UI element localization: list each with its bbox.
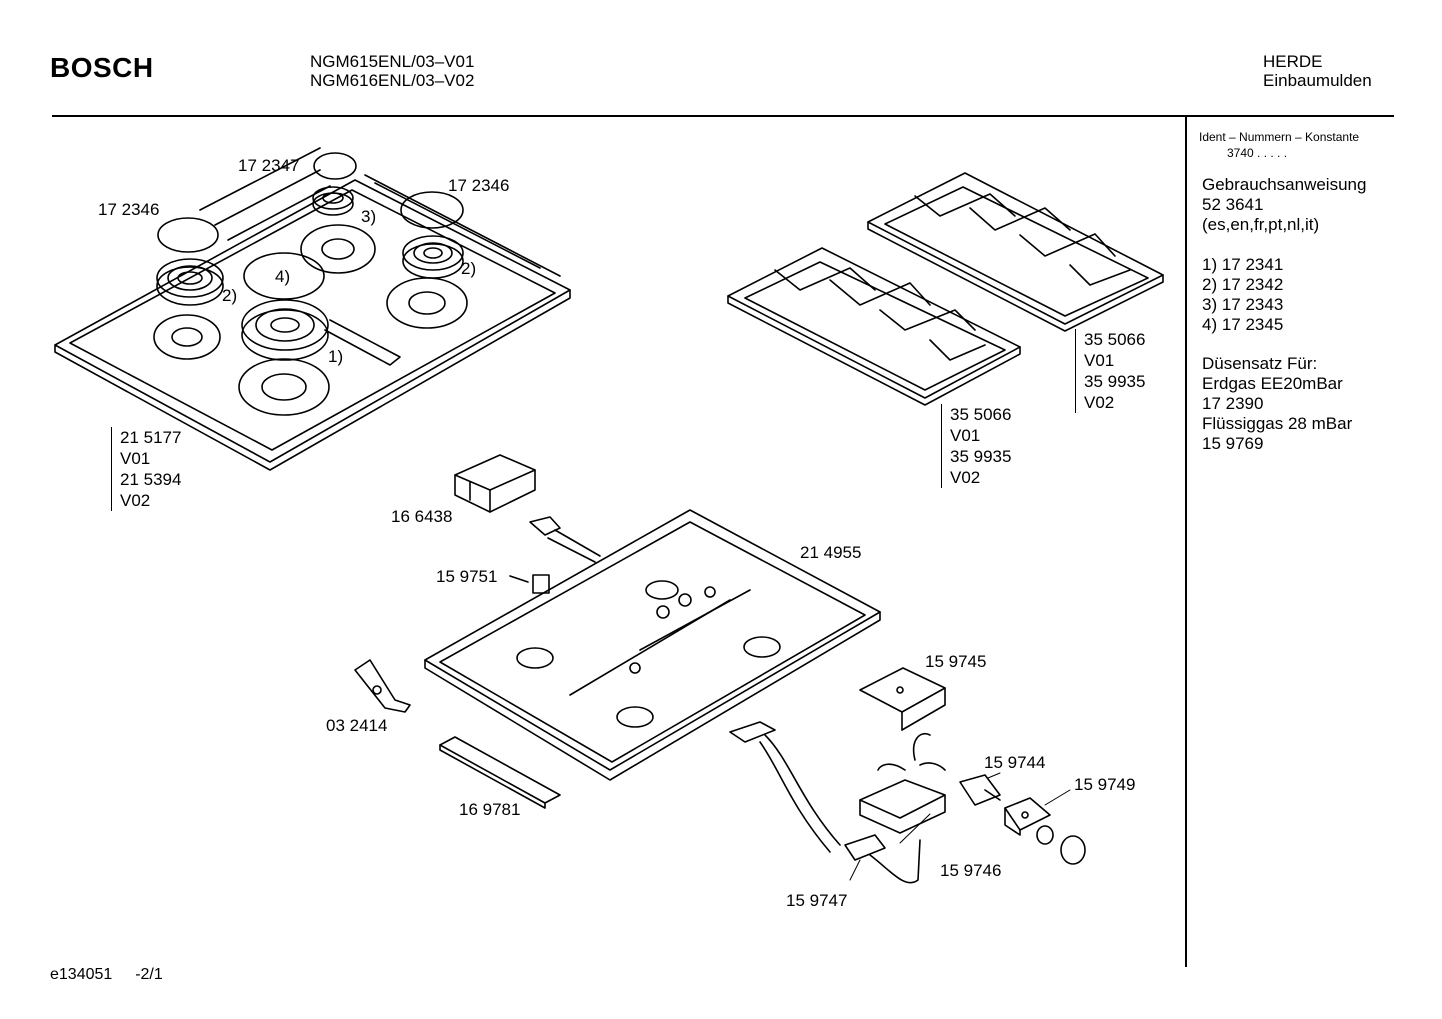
label-grate-small-1: 35 5066 xyxy=(950,405,1012,424)
label-holder: 15 9749 xyxy=(1074,775,1136,794)
burner-cap-2: 2) 17 2342 xyxy=(1202,275,1284,294)
label-switch: 15 9744 xyxy=(984,753,1046,772)
label-grate-small-2: V01 xyxy=(950,426,981,445)
label-grate-large-1: 35 5066 xyxy=(1084,330,1146,349)
nozzle-lpg-number: 15 9769 xyxy=(1202,434,1264,453)
category-subtitle: Einbaumulden xyxy=(1263,71,1372,90)
label-grate-large-3: 35 9935 xyxy=(1084,372,1146,391)
burner-caps xyxy=(157,152,464,300)
manual-number: 52 3641 xyxy=(1202,195,1264,214)
burner-rings xyxy=(156,186,464,361)
nozzle-lpg: Flüssiggas 28 mBar xyxy=(1202,414,1353,433)
label-hob-top-1: 21 5177 xyxy=(120,428,182,447)
cable-gland xyxy=(509,574,550,594)
holder xyxy=(1004,797,1051,836)
label-hob-top-group: 21 5177 V01 21 5394 V02 xyxy=(111,427,181,511)
label-burner-cap-right: 17 2346 xyxy=(448,176,510,195)
cover-plate xyxy=(859,667,946,731)
marker-4: 4) xyxy=(275,267,291,286)
drawing-code: e134051 xyxy=(50,966,113,983)
brand-logo: BOSCH xyxy=(50,52,154,83)
ignition-box xyxy=(454,454,536,513)
label-gas-valve: 15 9747 xyxy=(786,891,848,910)
gas-valves-wiring xyxy=(729,721,946,884)
page-number: -2/1 xyxy=(135,966,163,983)
marker-2-left: 2) xyxy=(222,286,238,305)
burner-cap-3: 3) 17 2343 xyxy=(1202,295,1284,314)
ident-value: 3740 . . . . . xyxy=(1227,146,1288,160)
category-title: HERDE xyxy=(1263,52,1323,71)
leader-lines xyxy=(849,772,1071,881)
label-grate-large-4: V02 xyxy=(1084,393,1115,412)
manual-title: Gebrauchsanweisung xyxy=(1202,175,1367,194)
label-bracket: 03 2414 xyxy=(326,716,388,735)
label-control-unit: 15 9746 xyxy=(940,861,1002,880)
switch xyxy=(959,774,1001,806)
nozzle-natural-gas-number: 17 2390 xyxy=(1202,394,1264,413)
footer-code: e134051 -2/1 xyxy=(50,966,163,984)
label-hob-top-3: 21 5394 xyxy=(120,470,182,489)
manual-languages: (es,en,fr,pt,nl,it) xyxy=(1202,215,1320,234)
label-strip: 16 9781 xyxy=(459,800,521,819)
burner-cap-1: 1) 17 2341 xyxy=(1202,255,1284,274)
label-grate-small-3: 35 9935 xyxy=(950,447,1012,466)
marker-3: 3) xyxy=(361,207,377,226)
header-divider xyxy=(52,115,1394,117)
label-grate-large-2: V01 xyxy=(1084,351,1115,370)
control-knob xyxy=(1036,825,1086,865)
cable-plug xyxy=(529,516,601,563)
label-grate-large-group: 35 5066 V01 35 9935 V02 xyxy=(1075,329,1145,413)
mounting-bracket xyxy=(354,659,411,713)
base-tray xyxy=(424,509,881,781)
burner-cap-4: 4) 17 2345 xyxy=(1202,315,1284,334)
label-burner-cap-left: 17 2346 xyxy=(98,200,160,219)
marker-1: 1) xyxy=(328,347,344,366)
model-number-2: NGM616ENL/03–V02 xyxy=(310,71,475,90)
label-hob-top-2: V01 xyxy=(120,449,151,468)
marker-2-right: 2) xyxy=(461,259,477,278)
label-hob-top-4: V02 xyxy=(120,491,151,510)
pan-support-small xyxy=(727,247,1021,406)
label-burner-cap-small: 17 2347 xyxy=(238,156,300,175)
label-cable-gland: 15 9751 xyxy=(436,567,498,586)
sidebar-divider xyxy=(1185,117,1187,967)
hob-top-plate xyxy=(54,147,571,471)
label-grate-small-group: 35 5066 V01 35 9935 V02 xyxy=(941,404,1011,488)
ident-label: Ident – Nummern – Konstante xyxy=(1199,130,1360,144)
label-base-tray: 21 4955 xyxy=(800,543,862,562)
label-grate-small-4: V02 xyxy=(950,468,981,487)
pan-support-large xyxy=(867,172,1164,332)
nozzle-title: Düsensatz Für: xyxy=(1202,354,1318,373)
nozzle-natural-gas: Erdgas EE20mBar xyxy=(1202,374,1343,393)
model-number-1: NGM615ENL/03–V01 xyxy=(310,52,475,71)
sealing-strip xyxy=(439,736,561,809)
label-cover: 15 9745 xyxy=(925,652,987,671)
label-ignition-box: 16 6438 xyxy=(391,507,453,526)
